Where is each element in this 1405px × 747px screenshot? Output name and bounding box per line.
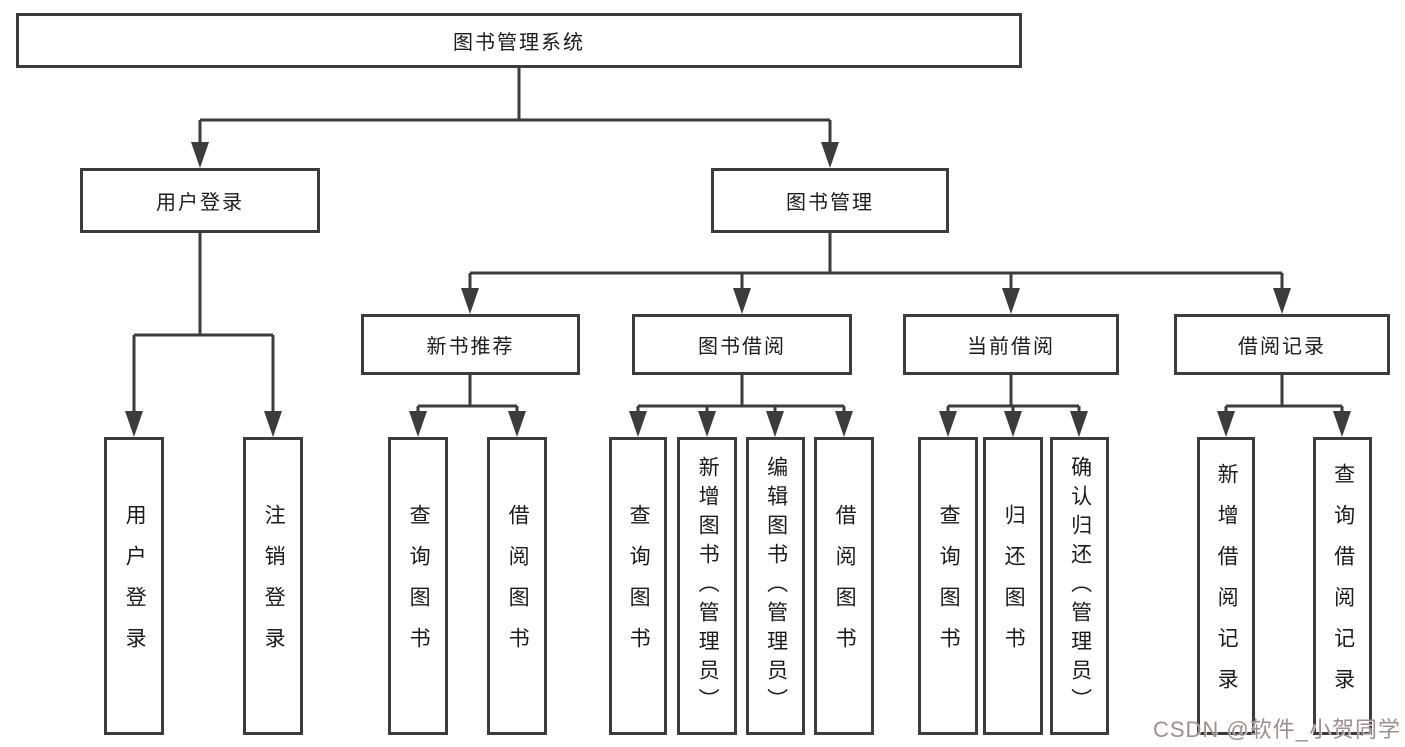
node-label: 归还图书 <box>1002 504 1026 668</box>
arrowhead <box>821 142 839 168</box>
connector-current-borrowing <box>939 375 1088 437</box>
arrowhead <box>1217 411 1235 437</box>
node-label: 新书推荐 <box>426 336 515 358</box>
node-logout-leaf: 注销登录 <box>243 437 303 735</box>
node-query-books-recommend: 查询图书 <box>388 437 448 735</box>
node-query-books-current: 查询图书 <box>918 437 978 735</box>
arrowhead <box>1002 288 1020 314</box>
node-edit-books-admin: 编辑图书（管理员） <box>746 437 805 735</box>
node-query-books-borrowing: 查询图书 <box>609 437 667 735</box>
node-label: 查询图书 <box>627 504 651 668</box>
node-query-borrow-record: 查询借阅记录 <box>1313 437 1372 735</box>
node-borrow-books-borrowing: 借阅图书 <box>814 437 874 735</box>
node-label: 借阅图书 <box>506 504 530 668</box>
node-borrowing-records: 借阅记录 <box>1174 314 1390 375</box>
arrowhead <box>698 411 716 437</box>
arrowhead <box>1333 411 1351 437</box>
node-label: 查询图书 <box>937 504 961 668</box>
node-label: 图书管理 <box>786 192 874 214</box>
connector-book-borrowing <box>629 375 853 437</box>
node-add-books-admin: 新增图书（管理员） <box>677 437 737 735</box>
node-label: 用户登录 <box>123 504 147 668</box>
arrowhead <box>264 411 282 437</box>
node-user-login-leaf: 用户登录 <box>104 437 164 735</box>
arrowhead <box>409 411 427 437</box>
connector-user-login <box>125 233 282 437</box>
node-label: 图书借阅 <box>698 336 786 358</box>
connector-borrowing-records <box>1217 375 1351 437</box>
node-label: 查询图书 <box>407 504 431 668</box>
node-label: 用户登录 <box>156 192 244 214</box>
node-label: 查询借阅记录 <box>1331 463 1355 709</box>
arrowhead <box>629 411 647 437</box>
node-label: 编辑图书（管理员） <box>764 455 788 717</box>
node-label: 新增借阅记录 <box>1215 463 1239 709</box>
node-user-login: 用户登录 <box>80 168 320 233</box>
arrowhead <box>835 411 853 437</box>
node-label: 当前借阅 <box>967 336 1055 358</box>
arrowhead <box>939 411 957 437</box>
node-return-books: 归还图书 <box>983 437 1043 735</box>
node-book-management: 图书管理 <box>711 168 949 233</box>
node-label: 借阅图书 <box>833 504 857 668</box>
connector-root <box>191 68 839 168</box>
arrowhead <box>125 411 143 437</box>
csdn-watermark: CSDN @软件_小贺同学 <box>1152 717 1401 742</box>
connector-new-book-recommend <box>409 375 526 437</box>
arrowhead <box>1273 288 1291 314</box>
connector-book-management <box>461 233 1291 314</box>
arrowhead <box>733 288 751 314</box>
node-current-borrowing: 当前借阅 <box>903 314 1119 375</box>
node-library-system: 图书管理系统 <box>16 13 1022 68</box>
node-book-borrowing: 图书借阅 <box>632 314 852 375</box>
node-label: 新增图书（管理员） <box>696 455 720 717</box>
arrowhead <box>1070 411 1088 437</box>
node-new-book-recommend: 新书推荐 <box>361 314 580 375</box>
node-label: 借阅记录 <box>1238 336 1326 358</box>
arrowhead <box>1004 411 1022 437</box>
arrowhead <box>508 411 526 437</box>
node-confirm-return-admin: 确认归还（管理员） <box>1050 437 1109 735</box>
node-add-borrow-record: 新增借阅记录 <box>1197 437 1255 735</box>
node-borrow-books-recommend: 借阅图书 <box>487 437 547 735</box>
node-label: 确认归还（管理员） <box>1068 455 1092 717</box>
node-label: 图书管理系统 <box>453 32 585 54</box>
arrowhead <box>461 288 479 314</box>
node-label: 注销登录 <box>262 504 286 668</box>
arrowhead <box>191 142 209 168</box>
arrowhead <box>766 411 784 437</box>
